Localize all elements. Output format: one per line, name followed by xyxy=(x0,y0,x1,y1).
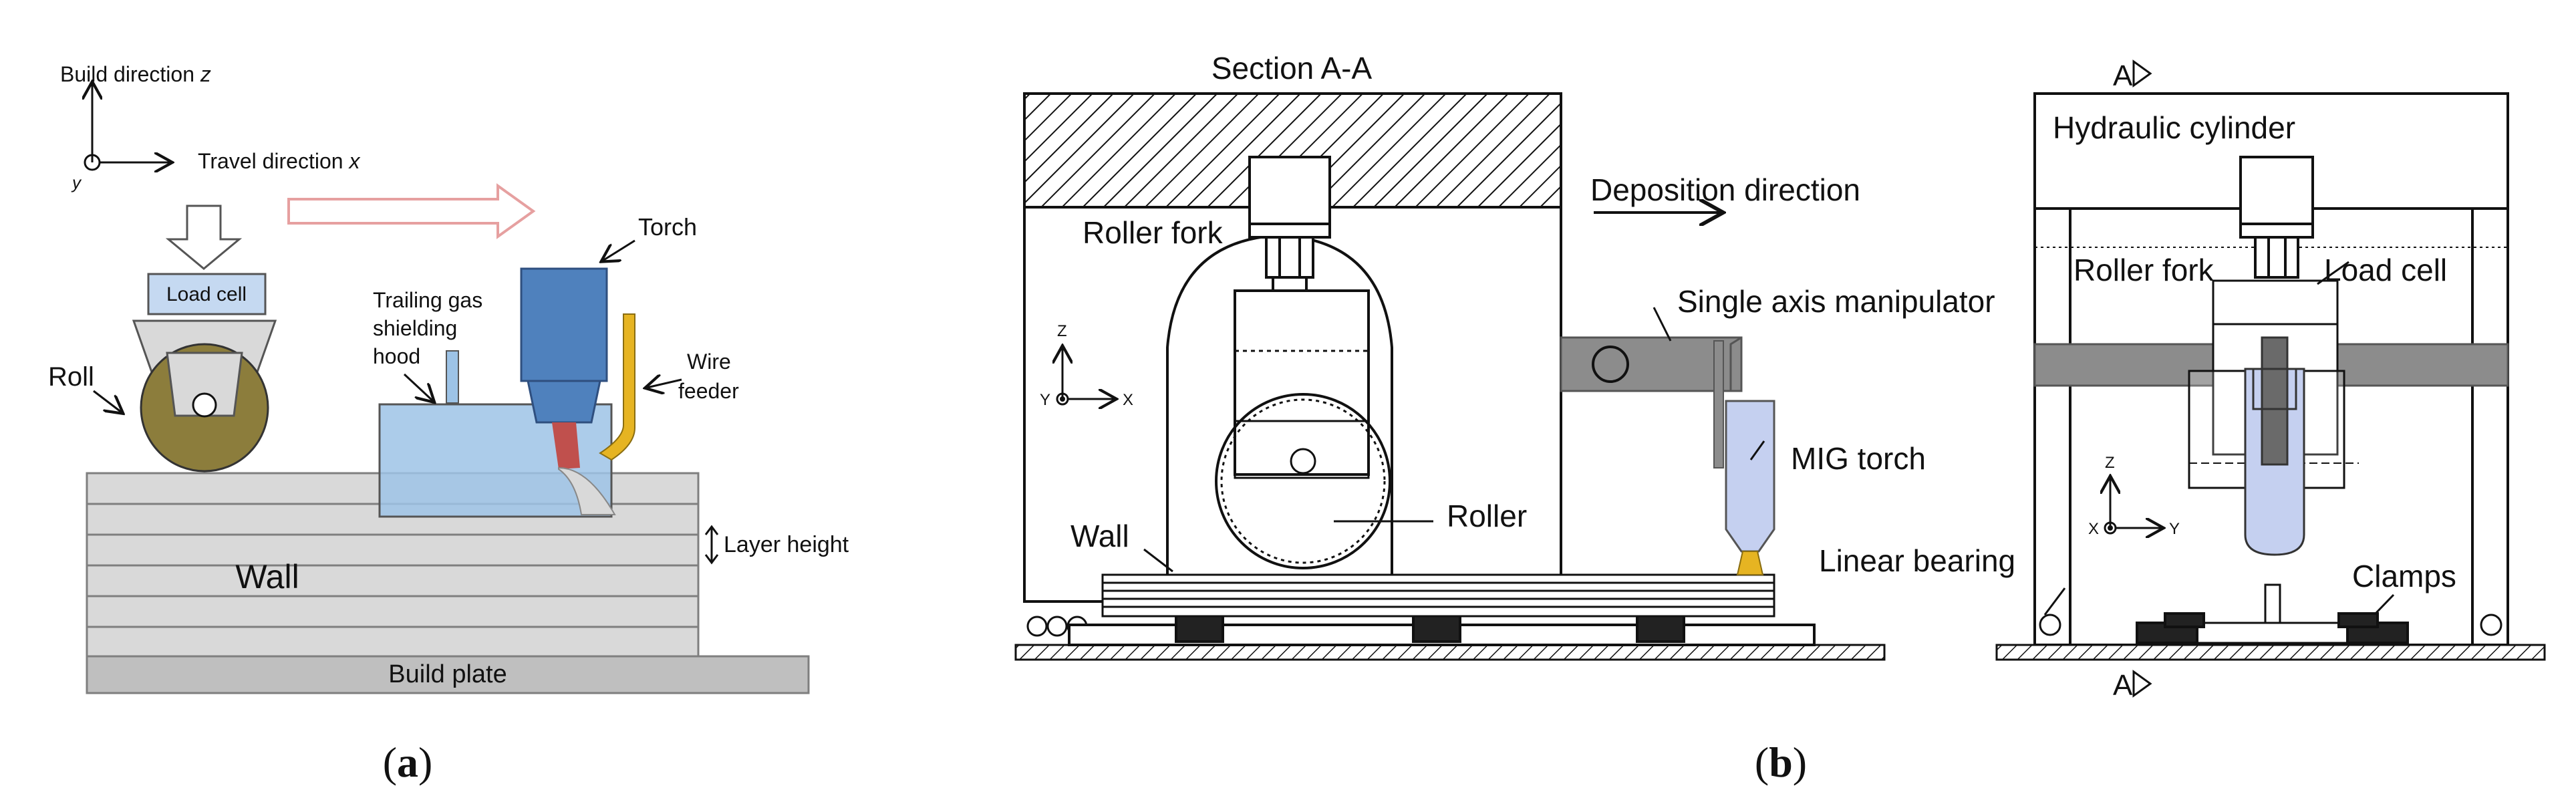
hydraulic-cylinder-a xyxy=(1248,156,1331,225)
mig-arc xyxy=(1736,551,1764,575)
coordinate-axes-b-side xyxy=(2105,478,2162,533)
ground-hatch-right xyxy=(1995,644,2546,661)
ground-hatch-left xyxy=(1014,644,1886,661)
single-axis-manipulator xyxy=(1560,336,1743,392)
single-axis-label: Single axis manipulator xyxy=(1677,284,1995,319)
wall-section xyxy=(1101,573,1775,618)
side-axis-y-label: Y xyxy=(2169,520,2180,538)
panel-b-side-labels: A A Hydraulic cylinder Roller fork Load … xyxy=(1755,59,2456,786)
panel-a: Build direction z Travel direction x y B… xyxy=(48,62,849,786)
roller-fork-label: Roller fork xyxy=(1083,215,1224,250)
axis-x-label: X xyxy=(1123,391,1133,409)
panel-b-section-labels: Section A-A Roller fork Deposition direc… xyxy=(1040,51,1995,553)
torch-body xyxy=(520,267,608,382)
wire-pointer xyxy=(647,380,682,388)
hood-pipe xyxy=(446,350,459,404)
clamp-1 xyxy=(1175,614,1224,643)
travel-direction-label: Travel direction x xyxy=(198,149,360,173)
trailing-label-1: Trailing gas xyxy=(373,288,482,312)
wall-pointer-b xyxy=(1143,548,1173,573)
y-axis-label: y xyxy=(71,172,82,192)
roller-fork-inner xyxy=(1234,289,1370,476)
load-cell-side-label: Load cell xyxy=(2324,253,2447,287)
roll-pointer xyxy=(93,390,122,412)
roller-fork-side-label: Roller fork xyxy=(2073,253,2214,287)
layer-height-indicator xyxy=(704,525,719,565)
deposition-label: Deposition direction xyxy=(1590,172,1860,207)
force-arrow xyxy=(165,205,243,270)
clamps-label: Clamps xyxy=(2352,559,2456,593)
caption-b: (b) xyxy=(1755,738,1807,786)
section-mark-label-bottom: A xyxy=(2113,669,2133,702)
build-direction-label: Build direction z xyxy=(60,62,211,86)
axis-z-label: Z xyxy=(1057,322,1067,340)
coordinate-axes-a xyxy=(85,84,170,170)
clamps-pointer xyxy=(2374,593,2395,615)
layer-height-label: Layer height xyxy=(724,532,849,557)
load-cell-pointer xyxy=(2317,261,2349,285)
wall-label-b: Wall xyxy=(1070,519,1129,553)
caption-a: (a) xyxy=(383,738,433,786)
hydraulic-cylinder-b xyxy=(2239,156,2314,225)
trailing-label-3: hood xyxy=(373,344,420,368)
travel-direction-arrow xyxy=(287,183,536,239)
torch-nozzle xyxy=(527,380,601,424)
melt-pool xyxy=(558,466,616,515)
panel-b-side xyxy=(1995,59,2546,698)
bearing-left xyxy=(2039,614,2061,636)
roller xyxy=(1215,393,1391,569)
load-cell-box xyxy=(147,273,267,315)
welding-arc xyxy=(552,422,580,469)
wire-feeder xyxy=(599,313,635,461)
panel-b-section xyxy=(1014,92,1886,661)
mig-torch-label: MIG torch xyxy=(1791,441,1926,476)
load-cell-label: Load cell xyxy=(166,283,247,305)
mig-torch xyxy=(1725,400,1775,553)
wall-label-a: Wall xyxy=(235,558,299,595)
coordinate-axes-b-section xyxy=(1057,348,1115,404)
linear-bearing-label: Linear bearing xyxy=(1819,543,2015,578)
mig-pointer xyxy=(1749,440,1765,460)
roll-axle xyxy=(192,392,217,418)
section-mark-bottom xyxy=(2132,670,2152,698)
roll-label: Roll xyxy=(48,362,94,392)
trailing-label-2: shielding xyxy=(373,316,457,340)
roll-holder-front xyxy=(166,352,243,417)
axis-y-label: Y xyxy=(1040,391,1050,409)
wire-label-2: feeder xyxy=(678,379,739,403)
roller-axle xyxy=(1290,448,1316,475)
build-plate-label: Build plate xyxy=(388,660,507,688)
side-axis-z-label: Z xyxy=(2105,454,2115,472)
torch-label: Torch xyxy=(638,213,697,241)
wire-label-1: Wire xyxy=(687,350,731,374)
build-plate xyxy=(86,655,810,694)
bearing-right xyxy=(2480,614,2502,636)
clamp-2 xyxy=(1412,614,1461,643)
section-mark-top xyxy=(2132,59,2152,88)
torch-pointer xyxy=(603,239,635,261)
manipulator-joint xyxy=(1592,346,1629,383)
hydraulic-cylinder-label: Hydraulic cylinder xyxy=(2053,110,2295,145)
roller-label: Roller xyxy=(1447,499,1527,533)
section-mark-label-top: A xyxy=(2113,59,2133,92)
linear-bearing-pointer xyxy=(2043,587,2066,616)
hood-pointer xyxy=(403,373,433,401)
section-title: Section A-A xyxy=(1211,51,1373,86)
manipulator-pointer xyxy=(1653,307,1672,342)
clamp-3 xyxy=(1636,614,1685,643)
side-axis-x-label: X xyxy=(2088,520,2099,538)
